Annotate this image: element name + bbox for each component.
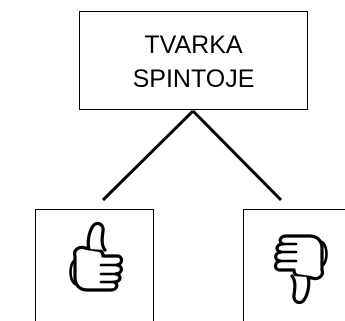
thumbs-down-icon [273, 234, 328, 305]
root-node-box [79, 11, 308, 110]
root-node-label-line1: TVARKA [144, 31, 242, 59]
child-node-positive [35, 209, 154, 321]
child-node-negative [243, 209, 345, 321]
root-node: TVARKA SPINTOJE [79, 11, 308, 110]
connector-right [191, 109, 283, 202]
connector-left [101, 109, 195, 202]
root-node-label-line2: SPINTOJE [133, 65, 255, 93]
thumbs-up-icon [69, 221, 124, 292]
